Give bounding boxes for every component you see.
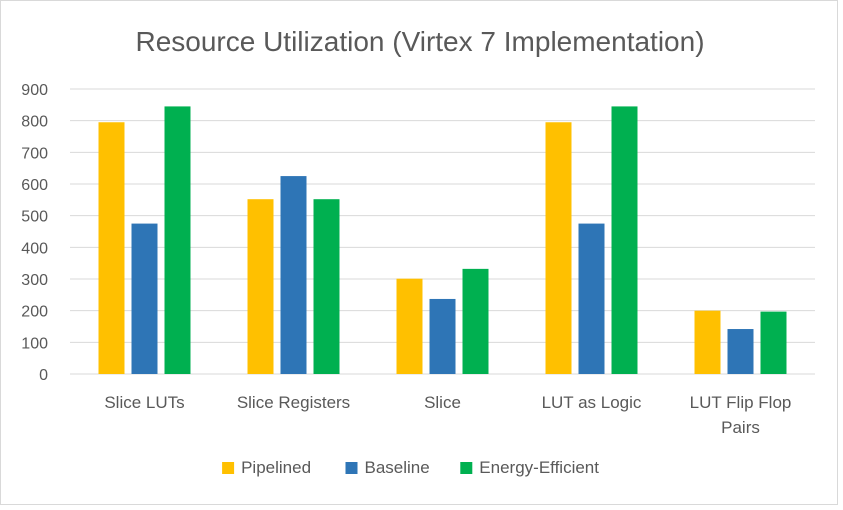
legend: Pipelined Baseline Energy-Efficient: [222, 458, 599, 477]
legend-label: Baseline: [365, 458, 430, 477]
y-tick-label: 400: [21, 240, 48, 257]
legend-swatch: [222, 462, 235, 474]
gridlines: [70, 88, 815, 375]
y-tick-label: 900: [21, 82, 48, 99]
y-tick-label: 800: [21, 114, 48, 131]
x-category-label: Slice: [424, 393, 461, 412]
x-axis: Slice LUTs Slice Registers Slice LUT as Log…: [104, 393, 791, 437]
x-category-label: Slice LUTs: [104, 393, 184, 412]
legend-swatch: [345, 462, 358, 474]
y-tick-label: 0: [39, 367, 48, 384]
y-axis: 0 100 200 300 400 500 600 700 800 900: [21, 82, 48, 384]
bar-pipelined[interactable]: [694, 310, 721, 374]
bars: [98, 106, 787, 375]
bar-baseline[interactable]: [429, 298, 456, 374]
bar-baseline[interactable]: [727, 329, 754, 374]
bar-energy-efficient[interactable]: [313, 199, 340, 374]
legend-item[interactable]: Baseline: [345, 458, 430, 477]
y-tick-label: 200: [21, 304, 48, 321]
x-category-label: Pairs: [721, 418, 760, 437]
chart-title: Resource Utilization (Virtex 7 Implement…: [135, 26, 704, 57]
y-tick-label: 700: [21, 145, 48, 162]
x-category-label: LUT as Logic: [542, 393, 642, 412]
y-tick-label: 600: [21, 177, 48, 194]
y-tick-label: 300: [21, 272, 48, 289]
bar-baseline[interactable]: [131, 223, 158, 374]
bar-energy-efficient[interactable]: [760, 311, 787, 374]
bar-baseline[interactable]: [578, 223, 605, 374]
bar-pipelined[interactable]: [396, 278, 423, 374]
legend-swatch: [460, 462, 473, 474]
bar-energy-efficient[interactable]: [611, 106, 638, 375]
legend-label: Pipelined: [241, 458, 311, 477]
bar-baseline[interactable]: [280, 176, 307, 374]
y-tick-label: 500: [21, 209, 48, 226]
legend-label: Energy-Efficient: [479, 458, 599, 477]
bar-pipelined[interactable]: [545, 122, 572, 374]
y-tick-label: 100: [21, 335, 48, 352]
bar-energy-efficient[interactable]: [462, 268, 489, 374]
x-category-label: Slice Registers: [237, 393, 350, 412]
bar-pipelined[interactable]: [98, 122, 125, 374]
x-category-label: LUT Flip Flop: [690, 393, 792, 412]
bar-energy-efficient[interactable]: [164, 106, 191, 375]
bar-pipelined[interactable]: [247, 199, 274, 374]
legend-item[interactable]: Pipelined: [222, 458, 311, 477]
legend-item[interactable]: Energy-Efficient: [460, 458, 599, 477]
